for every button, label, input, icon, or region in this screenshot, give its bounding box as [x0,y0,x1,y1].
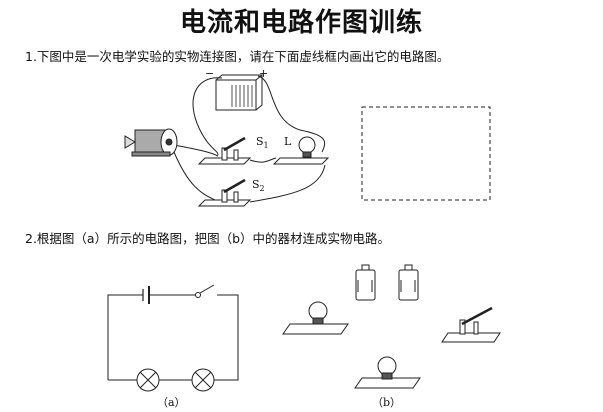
battery-plus-label: + [259,67,269,80]
switch-s1 [197,136,252,165]
question-2-text: 2.根据图（a）所示的电路图，把图（b）中的器材连成实物电路。 [25,231,391,246]
s1-subscript: 1 [263,141,269,151]
page-title: 电流和电路作图训练 [179,8,423,38]
switch-s2-label: S2 [252,178,265,193]
circuit-diagram-a [107,284,239,392]
battery-pack [215,74,264,111]
bulb-board [354,356,421,389]
battery-cell [398,264,419,301]
switch-s2 [197,178,252,207]
s2-letter: S [252,178,260,191]
lamp-symbol [136,368,160,392]
physical-circuit-figure-1 [124,74,330,207]
motor [124,128,178,157]
bulb-board [282,301,349,335]
battery-cell [355,264,376,301]
wires [173,75,326,203]
lamp-symbol [191,368,215,392]
question-1-text: 1.下图中是一次电学实验的实物连接图，请在下面虚线框内画出它的电路图。 [25,49,450,64]
s1-letter: S [256,135,264,148]
figure-a-label: （a） [157,396,186,409]
components-b [282,264,501,389]
lamp-l [272,136,330,165]
figure-b-label: （b） [372,396,402,409]
answer-dashed-box[interactable] [361,106,491,201]
battery-minus-label: − [205,67,215,80]
lamp-l-label: L [284,135,292,148]
switch-s1-label: S1 [256,135,269,150]
switch-board [441,306,501,343]
s2-subscript: 2 [259,184,265,194]
